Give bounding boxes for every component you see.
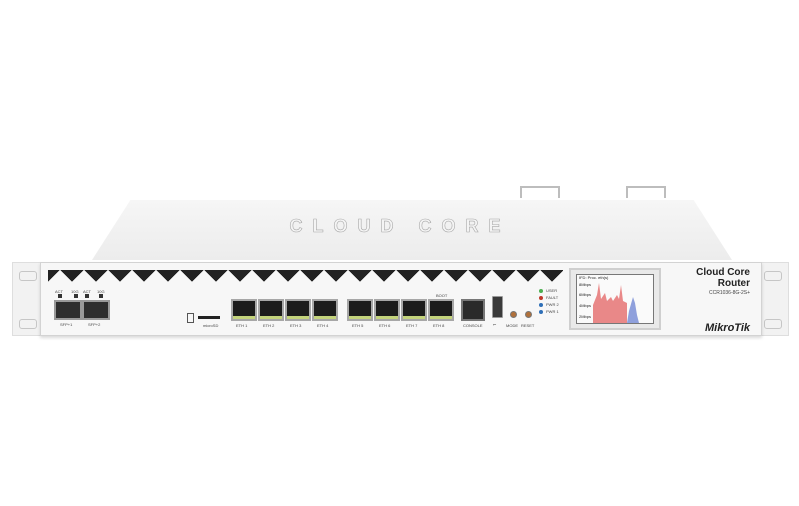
sfp-port-2[interactable] [82,300,110,320]
led-label: PWR 2 [546,302,559,307]
traffic-graph [593,283,639,323]
product-name: Cloud Core Router [696,267,750,289]
console-port[interactable] [461,299,485,321]
sfp-led [74,294,78,298]
mode-button[interactable] [510,311,517,318]
rack-ear-left [12,262,44,336]
bracket [520,186,560,198]
eth-label: ETH 7 [406,323,418,328]
rack-ear-right [757,262,789,336]
eth-port-7[interactable] [401,299,427,321]
user-led [539,289,543,293]
eth-label: ETH 3 [290,323,302,328]
eth-port-2[interactable] [258,299,284,321]
eth-label: ETH 2 [263,323,275,328]
fault-led [539,296,543,300]
eth-label: ETH 4 [317,323,329,328]
eth-label: ETH 6 [379,323,391,328]
top-logo: CLOUD CORE [289,216,511,237]
led-label: 10G [71,289,79,294]
microsd-slot[interactable] [198,316,220,319]
eth-label: ETH 8 [433,323,445,328]
lcd-ylabel: 8Mbps [579,282,592,287]
lcd-ylabel: 4Mbps [579,303,592,308]
lcd-ylabel: 2Mbps [579,314,592,319]
sfp-port-1[interactable] [54,300,82,320]
sfp-led [85,294,89,298]
led-label: FAULT [546,295,559,300]
usb-icon: ⭠ [493,322,497,327]
microsd-label: microSD [203,323,219,328]
reset-label: RESET [521,323,535,328]
led-label: ACT [55,289,63,294]
eth-port-8[interactable] [428,299,454,321]
eth-port-6[interactable] [374,299,400,321]
eth-label: ETH 5 [352,323,364,328]
zigzag-pattern [48,270,563,292]
pwr1-led [539,310,543,314]
boot-label: BOOT [436,293,448,298]
lcd-ylabel: 6Mbps [579,292,592,297]
led-label: 10G [97,289,105,294]
lcd-screen[interactable]: IFD: Proc. eth(s) 8Mbps 6Mbps 4Mbps 2Mbp… [569,268,661,330]
sfp-led [58,294,62,298]
lcd-header: IFD: Proc. eth(s) [579,275,609,280]
mode-label: MODE [506,323,518,328]
led-label: USER [546,288,558,293]
microsd-icon [187,313,194,323]
reset-button[interactable] [525,311,532,318]
console-label: CONSOLE [463,323,483,328]
eth-port-4[interactable] [312,299,338,321]
led-label: ACT [83,289,91,294]
sfp-label: SFP+2 [88,322,101,327]
brand-logo: MikroTik [704,322,750,334]
router-top-cover [92,200,732,260]
eth-label: ETH 1 [236,323,248,328]
eth-port-5[interactable] [347,299,373,321]
eth-port-3[interactable] [285,299,311,321]
sfp-led [99,294,103,298]
led-label: PWR 1 [546,309,559,314]
eth-port-1[interactable] [231,299,257,321]
usb-port[interactable] [492,296,503,318]
pwr2-led [539,303,543,307]
model-number: CCR1036-8G-2S+ [709,290,750,296]
sfp-label: SFP+1 [60,322,73,327]
bracket [626,186,666,198]
